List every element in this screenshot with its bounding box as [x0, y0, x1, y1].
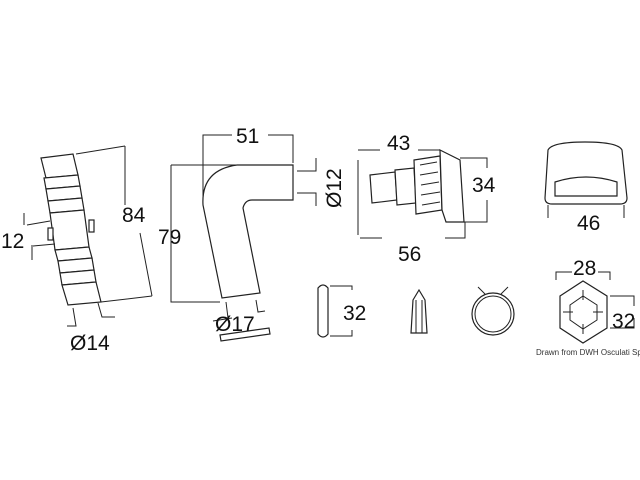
dim-nut-height: 32	[612, 310, 635, 333]
hose-clamp	[471, 286, 515, 336]
dim-elbow-inlet-diameter: Ø17	[215, 313, 255, 336]
flat-clip	[317, 284, 353, 338]
spring-pin	[410, 288, 428, 334]
dim-fitting-height: 34	[472, 174, 496, 197]
dim-elbow-width: 51	[236, 125, 259, 148]
dim-connector-length: 84	[122, 204, 146, 227]
hex-nut	[555, 271, 635, 344]
dim-nut-width: 28	[573, 257, 596, 280]
threaded-fitting	[357, 149, 488, 239]
dim-fitting-nipple-length: 43	[387, 132, 410, 155]
end-cap	[544, 141, 628, 218]
straight-connector	[23, 145, 153, 327]
dim-clip-height: 32	[343, 302, 366, 325]
elbow-fitting	[170, 134, 317, 342]
dim-connector-diameter: Ø14	[70, 332, 110, 355]
dim-elbow-outlet-diameter: Ø12	[323, 168, 346, 208]
credit-text: Drawn from DWH Osculati SpA	[536, 348, 640, 357]
dim-cap-width: 46	[577, 212, 600, 235]
dim-connector-tab: 12	[1, 230, 24, 253]
dim-elbow-height: 79	[158, 226, 181, 249]
dim-fitting-total-length: 56	[398, 243, 421, 266]
